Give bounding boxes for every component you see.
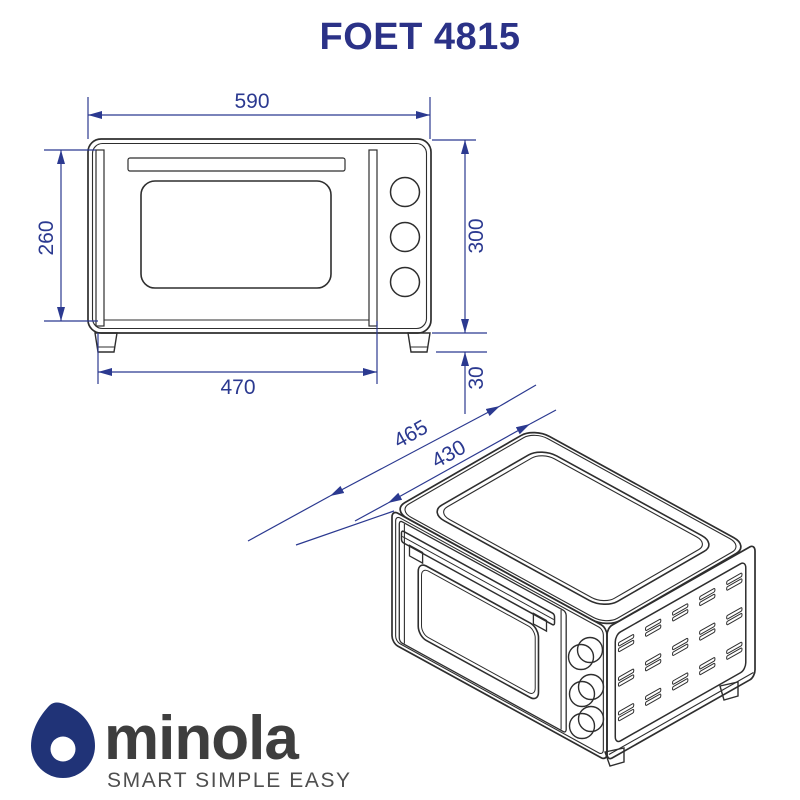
iso-vent-slats: [618, 573, 742, 721]
door-window: [140, 180, 332, 289]
iso-door-handle-edge: [402, 536, 554, 619]
dim-label-width: 590: [234, 90, 269, 113]
iso-side-vent-panel: [615, 561, 746, 744]
logo-drop-icon: [31, 702, 95, 778]
front-view-dimensions: 590 260 470 300 30: [35, 90, 488, 414]
iso-door-outline: [399, 520, 566, 733]
iso-top-recess: [429, 448, 717, 609]
iso-front-right-foot: [604, 747, 625, 767]
door-right-rail: [368, 149, 378, 327]
oven-body-outline: [87, 138, 432, 334]
iso-control-knobs: [567, 636, 605, 740]
left-foot: [94, 332, 118, 353]
dim-label-body-height: 300: [465, 218, 488, 253]
iso-back-right-foot: [719, 681, 739, 701]
iso-top-recess-inner: [437, 452, 709, 604]
iso-door-window: [418, 562, 538, 702]
iso-side-bottom-rim: [609, 673, 754, 755]
iso-front-face: [392, 510, 607, 761]
front-view-drawing: [87, 138, 432, 353]
control-knob: [389, 266, 421, 298]
iso-view-drawing: [392, 428, 755, 767]
iso-front-face-inner: [396, 516, 604, 756]
model-title: FOET 4815: [319, 16, 521, 58]
door-left-rail: [95, 149, 105, 327]
brand-wordmark: minola: [104, 704, 299, 773]
door-vent-slot: [127, 157, 346, 172]
control-knob: [389, 221, 421, 253]
control-knob: [389, 176, 421, 208]
dim-label-feet-height: 30: [465, 366, 488, 389]
right-foot: [407, 332, 431, 353]
dim-label-depth: 465: [390, 416, 432, 453]
dim-label-door-height: 260: [35, 220, 58, 255]
iso-handle-mount-left: [409, 545, 422, 563]
iso-door-handle-bar: [401, 530, 554, 626]
iso-handle-mount-right: [533, 613, 546, 631]
brand-tagline: SMART SIMPLE EASY: [107, 769, 352, 792]
dim-label-door-width: 470: [220, 376, 255, 399]
iso-door-window-inner: [422, 567, 536, 696]
oven-body-inner-outline: [91, 142, 428, 330]
